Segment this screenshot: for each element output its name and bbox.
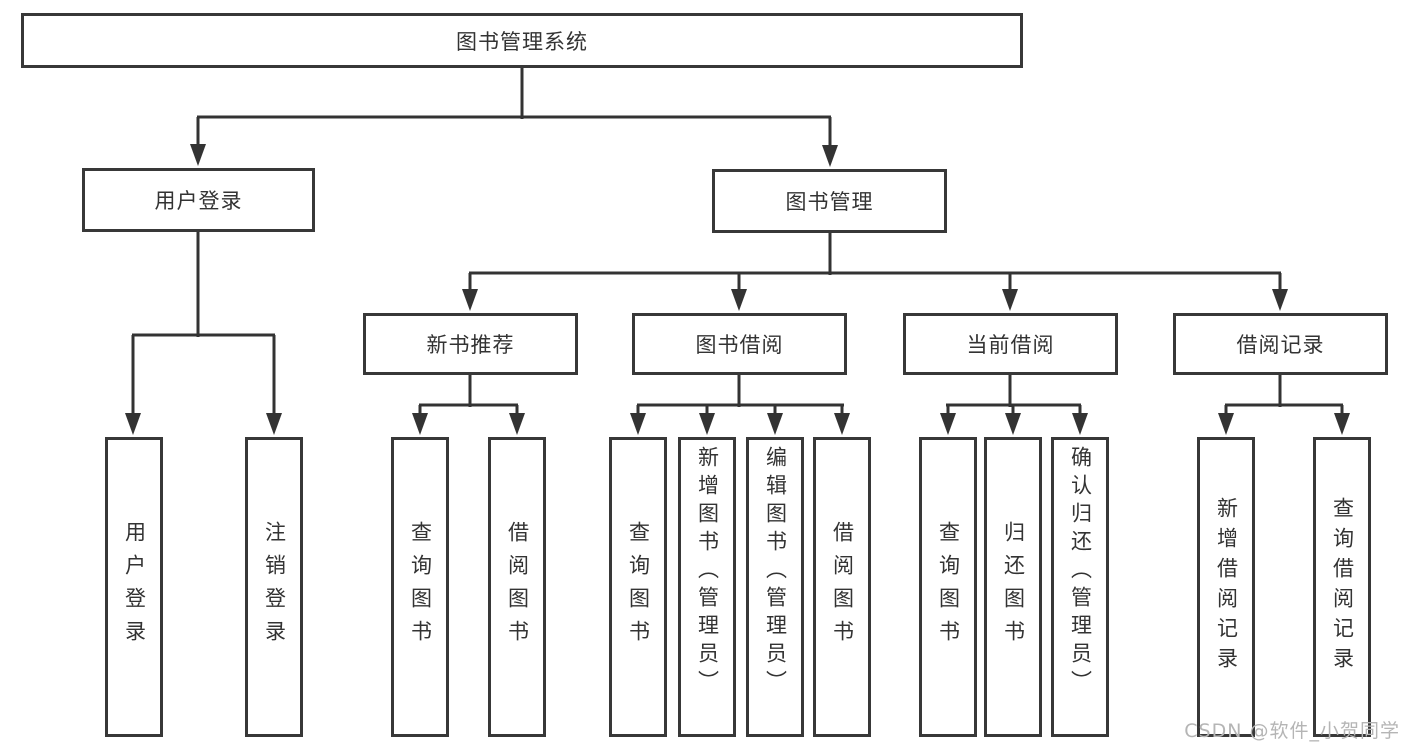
leaf-query-books-borrow: 查询图书 [609,437,667,737]
leaf-borrow-books: 借阅图书 [813,437,871,737]
leaf-user-login: 用户登录 [105,437,163,737]
node-book-management: 图书管理 [712,169,947,233]
node-borrow-records: 借阅记录 [1173,313,1388,375]
node-book-borrow: 图书借阅 [632,313,847,375]
leaf-return-book: 归还图书 [984,437,1042,737]
node-new-book-recommend: 新书推荐 [363,313,578,375]
leaf-confirm-return-admin: 确认归还（管理员） [1051,437,1109,737]
leaf-query-borrow-record: 查询借阅记录 [1313,437,1371,737]
node-user-login: 用户登录 [82,168,315,232]
watermark: CSDN @软件_小贺同学 [1184,720,1400,742]
leaf-logout: 注销登录 [245,437,303,737]
leaf-edit-book-admin: 编辑图书（管理员） [746,437,804,737]
leaf-add-borrow-record: 新增借阅记录 [1197,437,1255,737]
node-current-borrow: 当前借阅 [903,313,1118,375]
leaf-add-book-admin: 新增图书（管理员） [678,437,736,737]
leaf-borrow-books-recommend: 借阅图书 [488,437,546,737]
leaf-query-books-recommend: 查询图书 [391,437,449,737]
node-library-system: 图书管理系统 [21,13,1023,68]
leaf-query-books-current: 查询图书 [919,437,977,737]
